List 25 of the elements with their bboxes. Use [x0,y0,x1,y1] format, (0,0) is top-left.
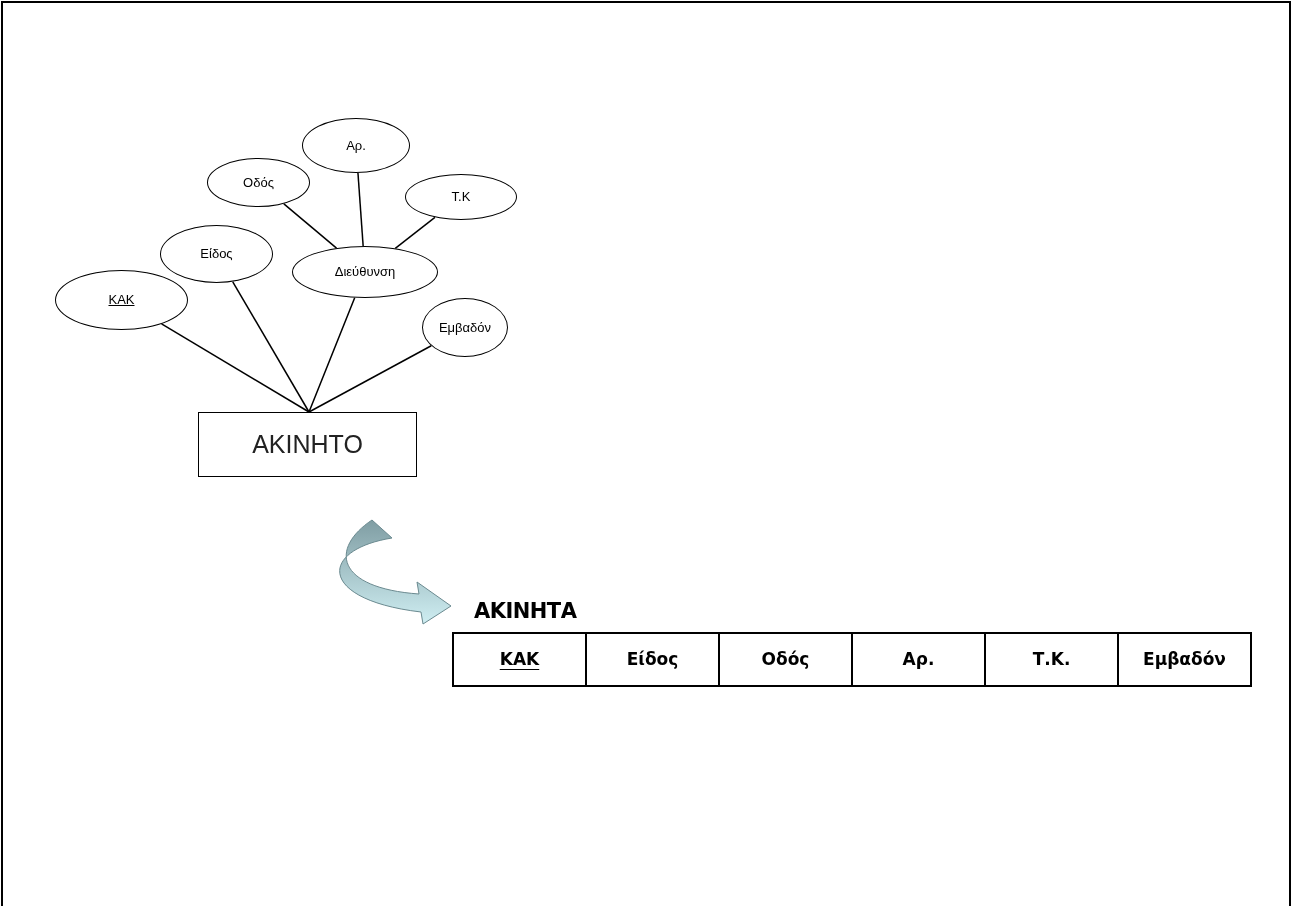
attribute-ellipse [302,118,410,173]
table-cell: ΚΑΚ [454,634,587,685]
attribute-label: Αρ. [346,136,366,155]
table-cell: Είδος [587,634,720,685]
table-cell: Εμβαδόν [1119,634,1250,685]
attribute-label: Διεύθυνση [334,263,396,282]
attribute-label: Οδός [243,173,274,192]
connector-line [394,216,436,250]
table-cell: Αρ. [853,634,986,685]
attribute-label: Εμβαδόν [438,318,492,337]
connector-line [232,281,310,413]
connector-line [160,323,310,413]
connector-line [283,203,338,249]
connector-line [357,172,364,247]
connector-line [308,345,432,413]
attribute-label: Είδος [200,245,233,264]
attribute-label: ΚΑΚ [108,291,135,310]
table-cell: Τ.Κ. [986,634,1119,685]
attribute-label: Τ.Κ [451,188,471,207]
table-cell: Οδός [720,634,853,685]
connector-line [308,297,356,413]
table-title: ΑΚΙΝΗΤΑ [474,598,577,626]
entity-label: ΑΚΙΝΗΤΟ [252,428,363,460]
entity-box [198,412,417,477]
curved-arrow [339,519,452,625]
